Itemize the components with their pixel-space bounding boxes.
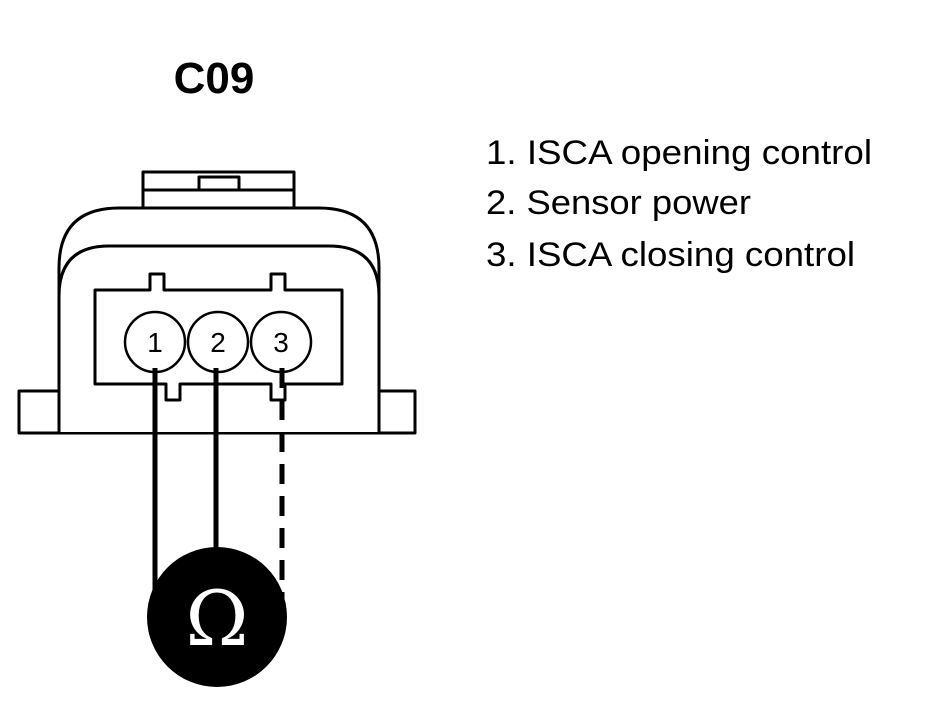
legend-item-2: 2. Sensor power xyxy=(486,184,751,222)
pin-2-label: 2 xyxy=(210,327,226,358)
pin-3-label: 3 xyxy=(273,327,289,358)
pin-2: 2 xyxy=(186,310,250,374)
ohmmeter-icon: Ω xyxy=(147,547,287,687)
pin-legend: 1. ISCA opening control 2. Sensor power … xyxy=(486,134,872,274)
pin-3: 3 xyxy=(249,310,313,374)
legend-item-3: 3. ISCA closing control xyxy=(486,236,855,274)
ohm-symbol: Ω xyxy=(185,574,248,663)
legend-item-1: 1. ISCA opening control xyxy=(486,134,872,172)
pin-1-label: 1 xyxy=(147,327,163,358)
connector-id: C09 xyxy=(174,54,255,103)
pin-1: 1 xyxy=(123,310,187,374)
